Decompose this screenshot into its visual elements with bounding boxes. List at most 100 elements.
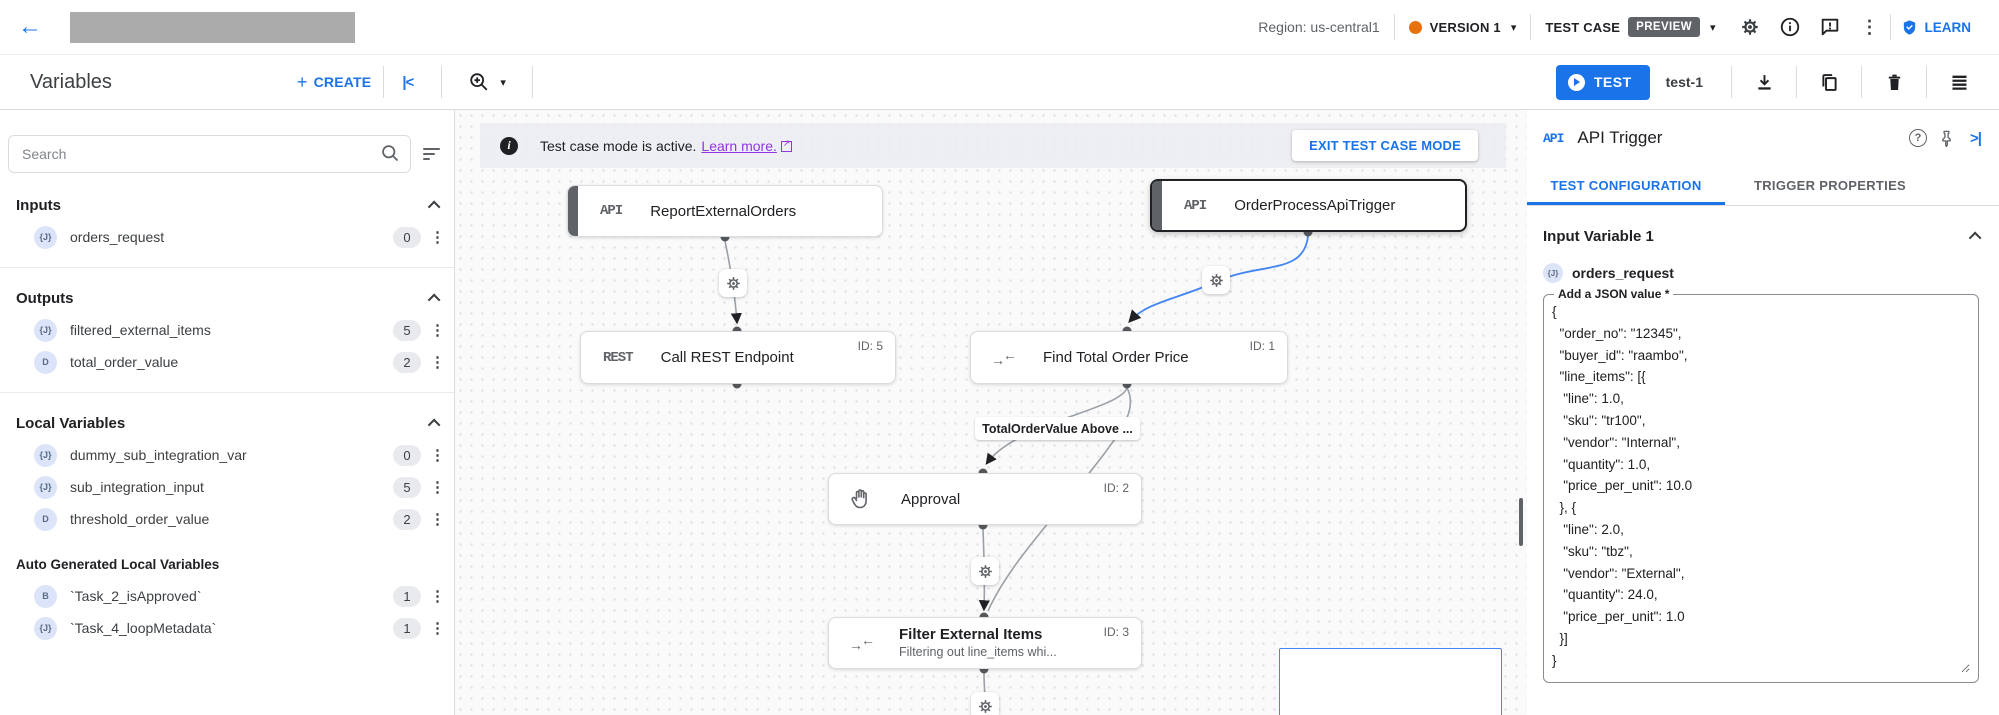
pin-icon[interactable] [1937, 129, 1956, 148]
feedback-button[interactable] [1810, 7, 1850, 47]
kebab-icon[interactable]: ⋮ [430, 354, 445, 371]
learn-icon [1903, 19, 1915, 35]
variable-row[interactable]: {J} `Task_4_loopMetadata` 1 ⋮ [0, 612, 454, 644]
create-variable-button[interactable]: + CREATE [297, 72, 371, 93]
json-type-icon: {J} [34, 616, 57, 640]
search-input[interactable] [8, 135, 411, 173]
play-icon [1567, 73, 1585, 91]
exit-test-case-mode-button[interactable]: EXIT TEST CASE MODE [1292, 130, 1478, 161]
variable-name: filtered_external_items [70, 322, 211, 338]
hand-approval-icon [849, 487, 873, 511]
data-mapping-icon: →← [991, 346, 1017, 368]
node-find-total-order-price[interactable]: →← Find Total Order Price ID: 1 [970, 331, 1288, 384]
node-title: Call REST Endpoint [660, 349, 794, 366]
variables-title: Variables [30, 70, 112, 93]
tab-test-configuration[interactable]: TEST CONFIGURATION [1527, 166, 1725, 205]
variable-name: total_order_value [70, 354, 179, 370]
test-button[interactable]: TEST [1555, 64, 1650, 100]
edge-config-gear-icon[interactable] [971, 557, 999, 585]
json-field-label: Add a JSON value * [1558, 287, 1670, 301]
node-filter-external-items[interactable]: →← Filter External Items Filtering out l… [828, 617, 1142, 669]
region-text: Region: us-central1 [1258, 19, 1380, 35]
test-button-label: TEST [1593, 74, 1632, 90]
divider [0, 392, 454, 393]
kebab-icon[interactable]: ⋮ [430, 229, 445, 246]
tab-trigger-properties[interactable]: TRIGGER PROPERTIES [1753, 178, 1907, 193]
usage-count-badge: 0 [393, 226, 421, 248]
api-chip: API [1184, 197, 1207, 214]
top-header: ← Region: us-central1 VERSION 1 ▾ TEST C… [0, 0, 1999, 55]
node-order-process-api-trigger[interactable]: API OrderProcessApiTrigger [1150, 179, 1467, 232]
test-case-selector[interactable]: TEST CASE PREVIEW ▾ [1531, 17, 1729, 37]
node-ports [720, 227, 1313, 674]
info-button[interactable] [1770, 7, 1810, 47]
version-selector[interactable]: VERSION 1 ▾ [1395, 20, 1531, 35]
kebab-icon[interactable]: ⋮ [430, 511, 445, 528]
kebab-icon[interactable]: ⋮ [430, 447, 445, 464]
zoom-in-icon [470, 73, 488, 91]
node-call-rest-endpoint[interactable]: REST Call REST Endpoint ID: 5 [580, 331, 896, 384]
node-approval[interactable]: Approval ID: 2 [828, 473, 1142, 525]
chevron-down-icon: ▾ [1709, 21, 1716, 34]
variable-name: threshold_order_value [70, 511, 210, 527]
api-chip: API [1543, 130, 1564, 146]
zoom-control[interactable]: ▾ [454, 71, 520, 93]
download-button[interactable] [1744, 62, 1784, 102]
variable-row[interactable]: {J} sub_integration_input 5 ⋮ [0, 471, 454, 503]
kebab-icon[interactable]: ⋮ [430, 588, 445, 605]
canvas-scrollbar[interactable] [1519, 498, 1523, 546]
kebab-icon[interactable]: ⋮ [430, 322, 445, 339]
toolbar: Variables + CREATE |< ▾ TEST test-1 [0, 55, 1999, 110]
settings-button[interactable] [1730, 7, 1770, 47]
edge-find-else-to-filter [987, 387, 1132, 612]
flow-canvas[interactable]: i Test case mode is active. Learn more. … [455, 110, 1527, 715]
node-report-external-orders[interactable]: API ReportExternalOrders [567, 185, 883, 237]
external-link-icon [780, 138, 792, 152]
divider [1889, 14, 1891, 40]
region-indicator: Region: us-central1 [1244, 19, 1393, 35]
copy-button[interactable] [1809, 62, 1849, 102]
divider [1861, 66, 1862, 98]
double-type-icon: D [34, 350, 57, 374]
feedback-icon [1821, 18, 1838, 36]
chevron-up-icon[interactable] [427, 293, 441, 306]
edge-config-gear-icon[interactable] [719, 269, 747, 297]
chevron-up-icon[interactable] [427, 200, 441, 213]
chevron-up-icon[interactable] [1968, 231, 1982, 245]
variable-row[interactable]: B `Task_2_isApproved` 1 ⋮ [0, 580, 454, 612]
data-mapping-icon: →← [849, 632, 875, 653]
delete-button[interactable] [1874, 62, 1914, 102]
test-case-name: test-1 [1665, 74, 1703, 90]
back-icon[interactable]: ← [18, 13, 42, 40]
node-title: Find Total Order Price [1043, 349, 1189, 366]
variable-row[interactable]: {J} orders_request 0 ⋮ [0, 221, 454, 253]
kebab-icon: ⋮ [1860, 16, 1879, 37]
edge-config-gear-icon[interactable] [1202, 266, 1230, 294]
banner-text: Test case mode is active. [540, 137, 697, 154]
download-icon [1757, 74, 1771, 90]
edge-condition-label[interactable]: TotalOrderValue Above ... [975, 417, 1140, 440]
sort-icon[interactable] [419, 144, 444, 164]
json-value-textarea[interactable]: { "order_no": "12345", "buyer_id": "raam… [1552, 301, 1970, 673]
variable-row[interactable]: {J} dummy_sub_integration_var 0 ⋮ [0, 439, 454, 471]
gear-icon [1741, 19, 1758, 35]
kebab-icon[interactable]: ⋮ [430, 620, 445, 637]
collapse-panel-left-icon[interactable]: |< [402, 73, 414, 91]
chevron-down-icon: ▾ [500, 76, 506, 89]
toolbar-right: TEST test-1 [1555, 62, 1999, 102]
variable-row[interactable]: D total_order_value 2 ⋮ [0, 346, 454, 378]
divider [1796, 66, 1797, 98]
variable-row[interactable]: D threshold_order_value 2 ⋮ [0, 503, 454, 535]
learn-button[interactable]: LEARN [1891, 19, 1982, 36]
variable-row[interactable]: {J} filtered_external_items 5 ⋮ [0, 314, 454, 346]
learn-more-link[interactable]: Learn more. [701, 137, 777, 154]
usage-count-badge: 5 [393, 476, 421, 498]
more-options-button[interactable]: ⋮ [1850, 7, 1890, 47]
kebab-icon[interactable]: ⋮ [430, 479, 445, 496]
menu-lines-button[interactable] [1939, 62, 1979, 102]
chevron-up-icon[interactable] [427, 418, 441, 431]
collapse-panel-right-icon[interactable]: >| [1970, 129, 1982, 147]
edge-config-gear-icon[interactable] [971, 692, 999, 715]
variable-name: `Task_2_isApproved` [70, 588, 202, 604]
help-icon[interactable]: ? [1909, 129, 1928, 147]
